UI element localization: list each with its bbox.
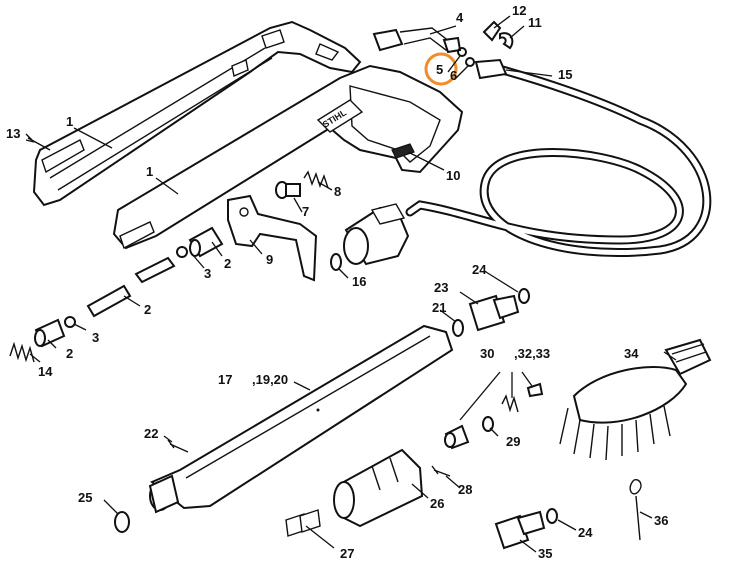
label-5: 5 — [436, 62, 443, 77]
part-25-o-ring — [114, 511, 130, 533]
label-10: 10 — [446, 168, 460, 183]
label-8: 8 — [334, 184, 341, 199]
label-13: 13 — [6, 126, 20, 141]
label-1-lower: 1 — [146, 164, 153, 179]
label-21: 21 — [432, 300, 446, 315]
label-16: 16 — [352, 274, 366, 289]
part-23-nipple — [468, 294, 520, 332]
part-labels: 1 1 4 5 6 12 11 13 15 10 8 7 9 3 2 16 2 … — [6, 3, 668, 561]
part-13-screw — [25, 133, 51, 151]
leader-lines — [25, 15, 677, 553]
label-17: 17 — [218, 372, 232, 387]
part-35-nipple — [494, 510, 546, 550]
label-3-upper: 3 — [204, 266, 211, 281]
part-2-rod-upper — [134, 256, 176, 284]
part-22-screw — [167, 439, 189, 453]
part-3-o-ring-lower — [64, 316, 76, 328]
part-32-spring — [501, 394, 519, 413]
part-6-o-ring — [465, 57, 475, 67]
label-12: 12 — [512, 3, 526, 18]
label-25: 25 — [78, 490, 92, 505]
label-11: 11 — [528, 15, 542, 30]
label-4: 4 — [456, 10, 464, 25]
part-2-sleeve-lower — [34, 318, 66, 348]
part-9-trigger — [227, 194, 318, 282]
label-26: 26 — [430, 496, 444, 511]
label-22: 22 — [144, 426, 158, 441]
label-23: 23 — [434, 280, 448, 295]
part-16-o-ring — [330, 253, 342, 271]
spray-gun-body: STIHL — [32, 20, 464, 250]
label-9: 9 — [266, 252, 273, 267]
label-1-upper: 1 — [66, 114, 73, 129]
part-24-o-ring-upper — [518, 288, 530, 304]
part-24-o-ring-lower — [546, 508, 558, 524]
part-5-o-ring — [457, 47, 467, 57]
part-3-o-ring-upper — [176, 246, 188, 258]
label-2-middle: 2 — [144, 302, 151, 317]
hose — [343, 58, 712, 266]
label-15: 15 — [558, 67, 572, 82]
part-34-brush — [559, 338, 712, 461]
label-14: 14 — [38, 364, 53, 379]
part-14-spring — [9, 341, 35, 363]
label-7: 7 — [302, 204, 309, 219]
label-24-upper: 24 — [472, 262, 487, 277]
label-6: 6 — [450, 68, 457, 83]
part-21-o-ring — [452, 319, 464, 337]
label-36: 36 — [654, 513, 668, 528]
label-19-20: ,19,20 — [252, 372, 288, 387]
label-2-lower: 2 — [66, 346, 73, 361]
label-3-lower: 3 — [92, 330, 99, 345]
part-29-o-ring — [482, 416, 494, 432]
part-11-clip — [499, 32, 514, 50]
label-29: 29 — [506, 434, 520, 449]
part-28-screw — [431, 465, 451, 477]
part-2-sleeve-upper — [188, 226, 224, 258]
label-32-33: ,32,33 — [514, 346, 550, 361]
part-2-rod-lower — [86, 284, 132, 318]
part-36-wire-clip — [629, 479, 642, 541]
part-26-adapter — [333, 448, 424, 528]
part-4-elbow-pipe — [372, 27, 462, 54]
part-7-valve-pin — [275, 181, 301, 199]
label-28: 28 — [458, 482, 472, 497]
highlight-circle — [424, 52, 458, 86]
part-33-plug — [526, 382, 544, 398]
part-27-labels — [285, 509, 321, 537]
label-2-upper: 2 — [224, 256, 231, 271]
label-34: 34 — [624, 346, 639, 361]
part-17-lance — [148, 324, 454, 514]
label-27: 27 — [340, 546, 354, 561]
label-30: 30 — [480, 346, 494, 361]
part-30-nozzle — [444, 424, 470, 450]
label-24-lower: 24 — [578, 525, 593, 540]
label-35: 35 — [538, 546, 552, 561]
